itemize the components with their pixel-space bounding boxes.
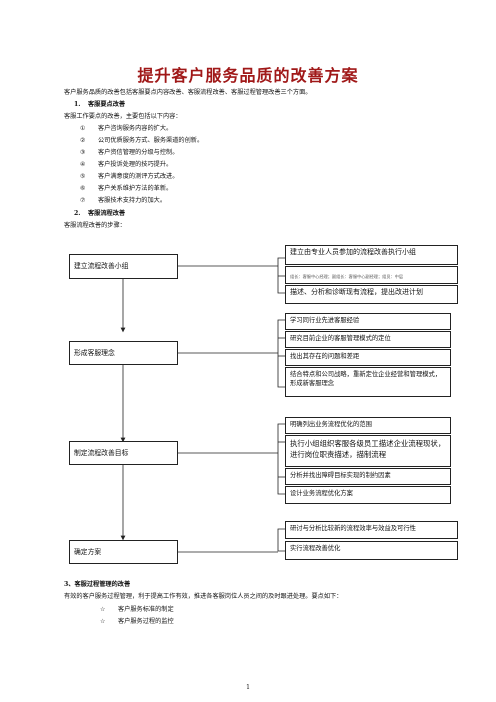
flow-step-label: 形成客服理念	[74, 348, 115, 357]
star-icon: ☆	[100, 618, 106, 625]
flow-detail-text: 分析并找出障碍目标实现的制约因素	[290, 472, 391, 479]
flow-detail-text: 结合特点和公司战略，重新定位企业经营和管理模式，形成新客服理念	[290, 371, 442, 387]
list-item: 公司优质服务方式、服务渠道的创新。	[98, 137, 204, 144]
list-item-mark: ②	[80, 137, 86, 144]
list-item: 客户资信管理的分级与控制。	[98, 149, 179, 156]
flow-step-label: 制定流程改善目标	[74, 448, 129, 457]
flow-detail-box: 组长：客服中心经理；副组长：客服中心副经理；组员：中层	[285, 266, 458, 284]
flow-detail-text: 研究目前企业的客服管理模式的定位	[290, 335, 391, 342]
flow-detail-text: 执行小组组织客服各级员工描述企业流程现状，进行岗位职责描述，描制流程	[290, 439, 446, 459]
list-item: 客户咨询服务内容的扩大。	[98, 125, 173, 132]
list-item: 客户服务标准的制定	[118, 606, 174, 613]
flow-detail-text: 实行流程改善优化	[290, 545, 341, 552]
flow-detail-box: 明确列出业务流程优化的范围	[285, 417, 451, 434]
flow-detail-text: 设计业务流程优化方案	[290, 490, 353, 497]
flow-detail-text: 明确列出业务流程优化的范围	[290, 421, 372, 428]
flow-detail-box: 学习同行业先进客服经验	[285, 313, 451, 330]
star-icon: ☆	[100, 606, 106, 613]
flow-detail-text: 学习同行业先进客服经验	[290, 317, 360, 324]
list-item-mark: ⑦	[80, 197, 86, 204]
flow-detail-box: 建立由专业人员参加的流程改善执行小组	[285, 245, 458, 265]
section3-lead: 有效的客户服务过程管理，利于提高工作有效，推进各客服岗位人员之间的及时跟进处理。…	[64, 593, 343, 600]
list-item-mark: ④	[80, 161, 86, 168]
flow-detail-text: 建立由专业人员参加的流程改善执行小组	[290, 248, 416, 256]
flow-detail-box: 分析并找出障碍目标实现的制约因素	[285, 468, 451, 485]
section2-lead: 客服流程改善的步骤：	[64, 222, 126, 229]
flow-step-decide-plan: 确定方案	[69, 540, 178, 564]
section1-lead: 客服工作要点的改善，主要包括以下内容：	[64, 113, 182, 120]
flow-detail-box: 研究目前企业的客服管理模式的定位	[285, 331, 451, 348]
list-item-mark: ⑤	[80, 173, 86, 180]
page-number: 1	[246, 684, 250, 691]
flow-detail-text: 描述、分析和诊断现有流程，提出改进计划	[290, 288, 423, 296]
flow-step-label: 确定方案	[74, 547, 102, 556]
flow-detail-box: 结合特点和公司战略，重新定位企业经营和管理模式，形成新客服理念	[285, 367, 451, 397]
flow-detail-box: 实行流程改善优化	[285, 541, 458, 560]
flow-step-improvement-goal: 制定流程改善目标	[69, 441, 178, 465]
list-item: 客户满意度的测评方式改进。	[98, 173, 179, 180]
flow-detail-box: 研讨与分析比较新的流程效率与效益及可行性	[285, 521, 458, 539]
intro-paragraph: 客户服务品质的改善包括客服要点内容改善、客服流程改善、客服过程管理改善三个方面。	[64, 89, 312, 96]
list-item-mark: ③	[80, 149, 86, 156]
list-item: 客户服务过程的监控	[118, 618, 174, 625]
flow-step-label: 建立流程改善小组	[74, 262, 129, 270]
section1-heading: 客服要点改善	[88, 101, 126, 108]
flow-step-service-concept: 形成客服理念	[69, 341, 178, 365]
flow-detail-box: 设计业务流程优化方案	[285, 486, 451, 504]
section2-heading: 客服流程改善	[88, 210, 126, 217]
flow-detail-text: 研讨与分析比较新的流程效率与效益及可行性	[290, 525, 416, 532]
list-item: 客户关系维护方法的革新。	[98, 185, 173, 192]
flow-detail-text: 组长：客服中心经理；副组长：客服中心副经理；组员：中层	[290, 274, 404, 279]
section3-heading: 3、客服过程管理的改善	[64, 581, 131, 588]
flow-detail-box: 找出其存在的问题和差距	[285, 349, 451, 366]
list-item: 客服技术支持力的加大。	[98, 197, 167, 204]
section2-number: 2.	[74, 210, 81, 217]
flow-detail-box: 描述、分析和诊断现有流程，提出改进计划	[285, 285, 458, 304]
flow-step-build-team: 建立流程改善小组	[69, 254, 178, 279]
flow-detail-text: 找出其存在的问题和差距	[290, 353, 360, 360]
list-item-mark: ①	[80, 125, 86, 132]
list-item: 客户投诉处理的技巧提升。	[98, 161, 173, 168]
document-title: 提升客户服务品质的改善方案	[137, 66, 359, 85]
section1-number: 1.	[74, 101, 81, 108]
flow-detail-box: 执行小组组织客服各级员工描述企业流程现状，进行岗位职责描述，描制流程	[285, 435, 451, 467]
list-item-mark: ⑥	[80, 185, 86, 192]
